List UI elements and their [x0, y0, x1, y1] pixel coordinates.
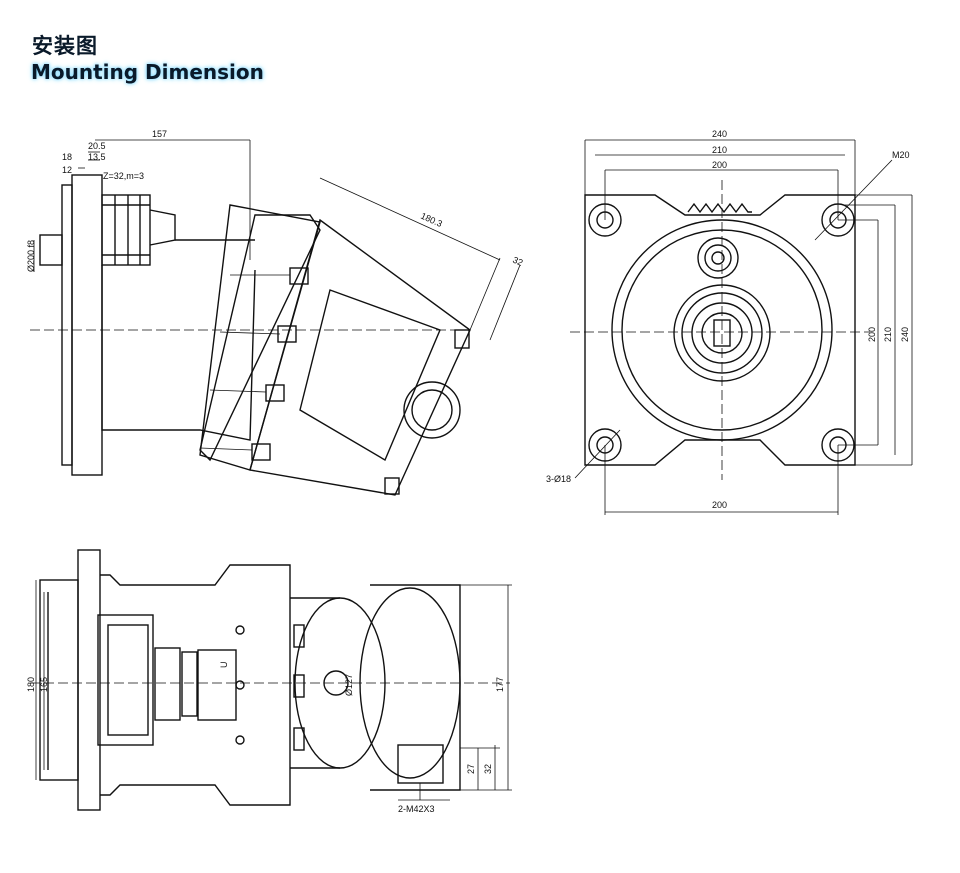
dim-12: 12 — [62, 165, 72, 175]
title-chinese: 安装图 — [32, 34, 98, 58]
dim-200-right: 200 — [867, 327, 877, 342]
dim-32-bottom: 32 — [483, 764, 493, 774]
dim-13-5: 13.5 — [88, 152, 106, 162]
dim-180-3: 180.3 — [419, 211, 444, 229]
front-view-drawing — [570, 139, 913, 515]
dim-127: Ø127 — [344, 674, 354, 696]
dim-240-top: 240 — [712, 129, 727, 139]
dim-spline: Z=32,m=3 — [103, 171, 144, 181]
dim-m20: M20 — [892, 150, 910, 160]
dim-3-holes: 3-Ø18 — [546, 474, 571, 484]
dim-port-thread: 2-M42X3 — [398, 804, 435, 814]
dim-200-bottom: 200 — [712, 500, 727, 510]
nameplate-mark: U — [219, 662, 229, 669]
dim-20-5: 20.5 — [88, 141, 106, 151]
dim-27: 27 — [466, 764, 476, 774]
dim-180: 180 — [26, 677, 36, 692]
dim-165: 165 — [39, 677, 49, 692]
dim-18: 18 — [62, 152, 72, 162]
dim-200-top: 200 — [712, 160, 727, 170]
dim-210-top: 210 — [712, 145, 727, 155]
dim-210-right: 210 — [883, 327, 893, 342]
dim-177: 177 — [495, 677, 505, 692]
dim-shaft-dia: Ø200 f8 — [26, 240, 36, 272]
dim-32-side: 32 — [511, 255, 524, 268]
side-view-drawing — [30, 139, 521, 496]
title-english: Mounting Dimension — [31, 60, 264, 84]
bottom-view-drawing — [30, 549, 512, 811]
dim-240-right: 240 — [900, 327, 910, 342]
dim-157: 157 — [152, 129, 167, 139]
